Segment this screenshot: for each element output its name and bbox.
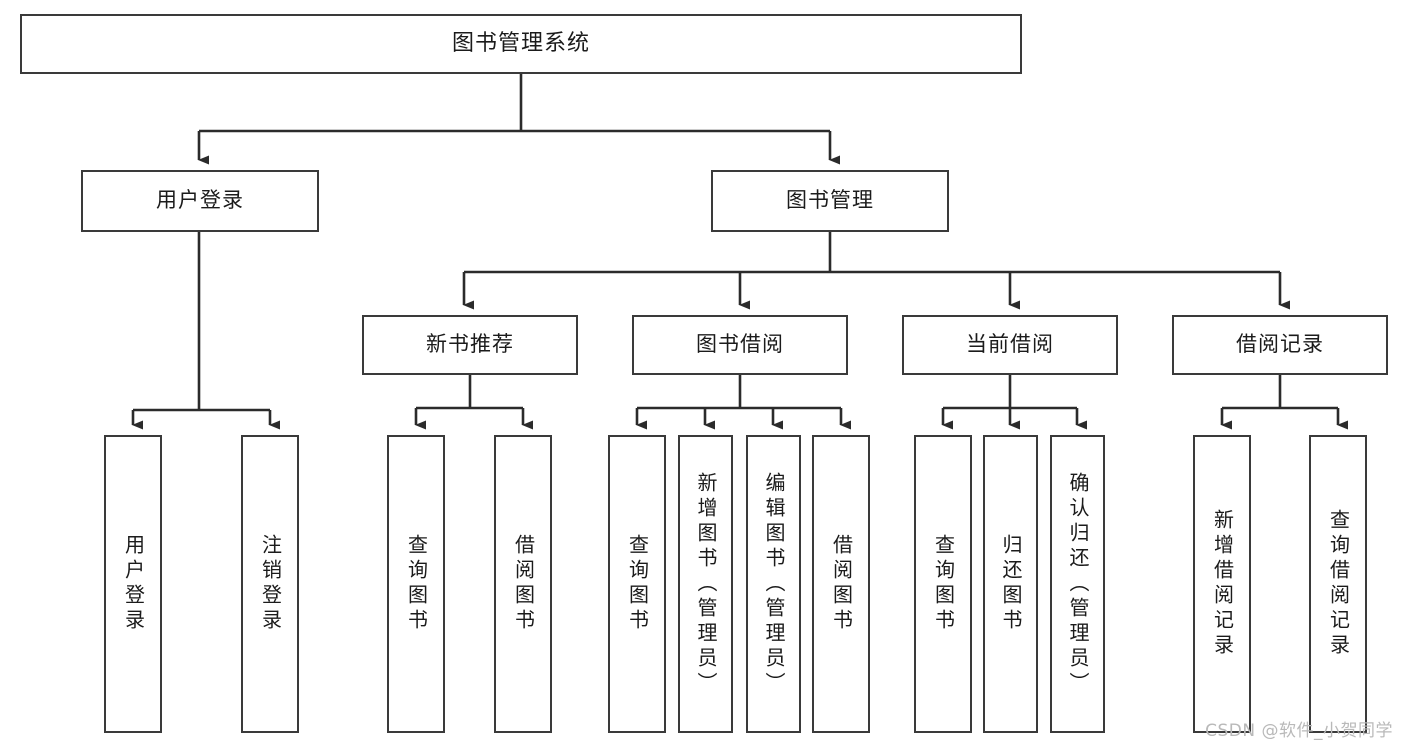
csdn-watermark: CSDN @软件_小贺同学 (1205, 721, 1393, 741)
leaf-book-borrow-query-book[interactable]: 查询图书 (608, 435, 666, 733)
node-root-book-management-system[interactable]: 图书管理系统 (20, 14, 1022, 74)
node-book-borrow[interactable]: 图书借阅 (632, 315, 848, 375)
leaf-current-borrow-return-book[interactable]: 归还图书 (983, 435, 1038, 733)
node-label: 借阅图书 (829, 534, 854, 634)
node-current-borrow[interactable]: 当前借阅 (902, 315, 1118, 375)
node-label: 注销登录 (258, 534, 283, 634)
node-label: 图书管理系统 (451, 30, 590, 56)
node-label: 图书借阅 (696, 332, 784, 357)
node-label: 新书推荐 (426, 332, 514, 357)
node-label: 编辑图书（管理员） (762, 471, 786, 697)
leaf-book-borrow-borrow-book[interactable]: 借阅图书 (812, 435, 870, 733)
node-book-management[interactable]: 图书管理 (711, 170, 949, 232)
leaf-borrow-record-query-record[interactable]: 查询借阅记录 (1309, 435, 1367, 733)
node-label: 新增图书（管理员） (694, 471, 718, 697)
node-new-book-recommend[interactable]: 新书推荐 (362, 315, 578, 375)
node-label: 查询图书 (404, 534, 429, 634)
leaf-book-borrow-edit-book[interactable]: 编辑图书（管理员） (746, 435, 801, 733)
leaf-new-book-borrow-book[interactable]: 借阅图书 (494, 435, 552, 733)
node-borrow-record[interactable]: 借阅记录 (1172, 315, 1388, 375)
node-label: 借阅图书 (511, 534, 536, 634)
node-label: 查询图书 (931, 534, 956, 634)
leaf-borrow-record-add-record[interactable]: 新增借阅记录 (1193, 435, 1251, 733)
node-label: 用户登录 (121, 534, 146, 634)
node-label: 查询图书 (625, 534, 650, 634)
node-label: 新增借阅记录 (1210, 509, 1235, 659)
leaf-user-login-login[interactable]: 用户登录 (104, 435, 162, 733)
node-user-login[interactable]: 用户登录 (81, 170, 319, 232)
node-label: 借阅记录 (1236, 332, 1324, 357)
node-label: 查询借阅记录 (1326, 509, 1351, 659)
leaf-current-borrow-confirm-return[interactable]: 确认归还（管理员） (1050, 435, 1105, 733)
leaf-new-book-query-book[interactable]: 查询图书 (387, 435, 445, 733)
leaf-current-borrow-query-book[interactable]: 查询图书 (914, 435, 972, 733)
leaf-user-login-logout[interactable]: 注销登录 (241, 435, 299, 733)
leaf-book-borrow-add-book[interactable]: 新增图书（管理员） (678, 435, 733, 733)
node-label: 归还图书 (999, 534, 1023, 634)
node-label: 图书管理 (786, 188, 874, 213)
node-label: 当前借阅 (966, 332, 1054, 357)
node-label: 用户登录 (156, 188, 244, 213)
node-label: 确认归还（管理员） (1066, 471, 1090, 697)
